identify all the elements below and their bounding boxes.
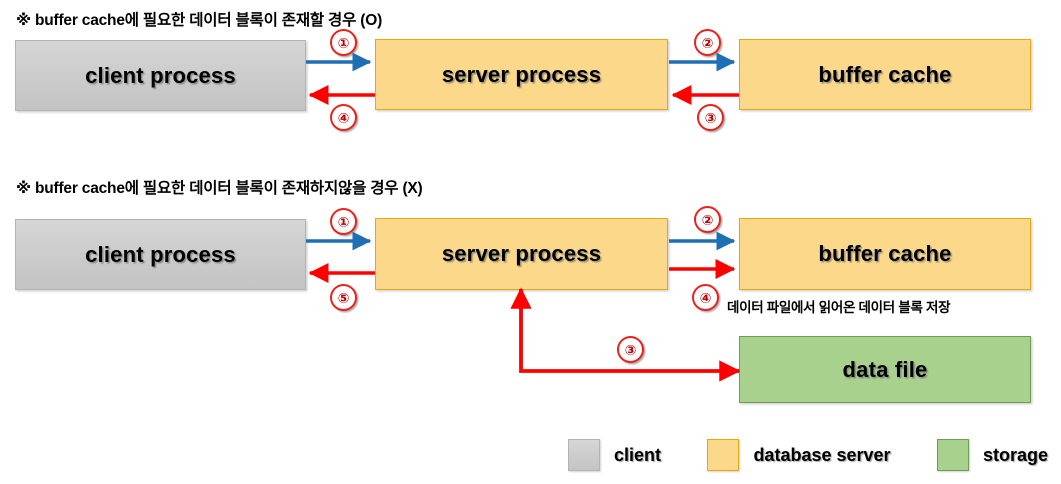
legend-item-database-server: database server: [707, 439, 891, 471]
legend-item-storage: storage: [936, 439, 1048, 471]
box-server-process-miss: server process: [375, 218, 668, 290]
legend-label-storage: storage: [982, 444, 1048, 465]
step-marker-1-hit: ①: [330, 29, 357, 56]
step-marker-3-miss: ③: [617, 336, 644, 363]
box-server-process-hit: server process: [375, 39, 668, 110]
box-client-process-hit: client process: [15, 40, 306, 111]
box-buffer-cache-miss: buffer cache: [739, 218, 1031, 290]
step-marker-4-miss: ④: [692, 284, 719, 311]
step-marker-1-miss: ①: [330, 208, 357, 235]
legend: client database server storage: [568, 434, 1048, 476]
legend-swatch-storage: [936, 439, 969, 471]
caption-buffer-cache-store: 데이터 파일에서 읽어온 데이터 블록 저장: [727, 300, 951, 315]
step-marker-5-miss: ⑤: [330, 284, 357, 311]
box-data-file: data file: [739, 336, 1031, 403]
section-heading-cache-miss: ※ buffer cache에 필요한 데이터 블록이 존재하지않을 경우 (X…: [16, 180, 423, 197]
step-marker-4-hit: ④: [330, 104, 357, 131]
step-marker-3-hit: ③: [697, 104, 724, 131]
legend-item-client: client: [568, 439, 661, 471]
box-buffer-cache-hit: buffer cache: [739, 39, 1031, 110]
step-marker-2-hit: ②: [694, 29, 721, 56]
legend-swatch-client: [568, 439, 600, 471]
legend-swatch-database-server: [707, 439, 740, 471]
legend-label-client: client: [614, 444, 662, 465]
box-client-process-miss: client process: [15, 219, 306, 290]
legend-label-database-server: database server: [753, 444, 891, 465]
step-marker-2-miss: ②: [694, 206, 721, 233]
section-heading-cache-hit: ※ buffer cache에 필요한 데이터 블록이 존재할 경우 (O): [16, 12, 383, 29]
